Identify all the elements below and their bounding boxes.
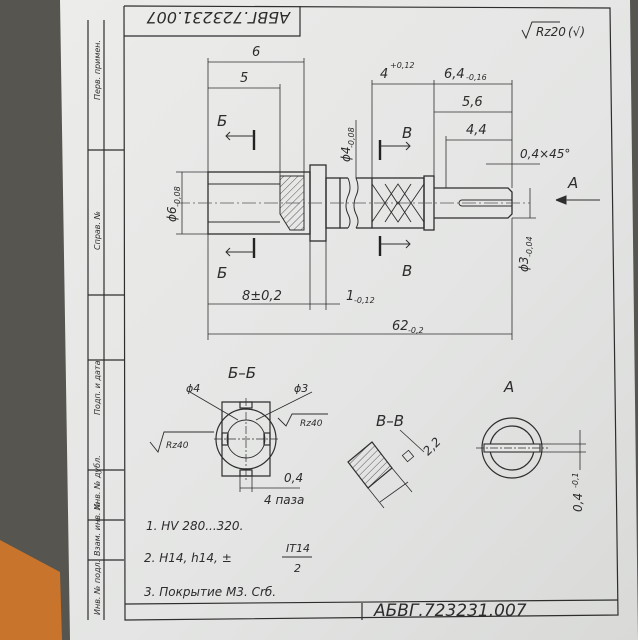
dim-phi6: ϕ6: [165, 206, 179, 222]
section-bb-drawing: [149, 391, 328, 492]
drawing-frame: [123, 5, 619, 621]
bb-rz-left: Rz40: [166, 441, 189, 451]
section-label-v-top: В: [402, 124, 412, 142]
note-2-prefix: 2. H14, h14, ±: [144, 551, 232, 565]
dim-6-4: 6,4: [444, 67, 465, 82]
dim-62-tol: -0,2: [408, 326, 424, 335]
bb-04: 0,4: [284, 471, 303, 485]
doc-code-rotated: АБВГ.723231.007: [146, 8, 291, 27]
top-code-box: [124, 6, 301, 37]
dim-phi6-tol: -0,08: [173, 186, 182, 207]
dim-62: 62: [392, 319, 409, 334]
roughness-paren: (√): [568, 25, 585, 39]
section-label-b-bottom: Б: [217, 264, 227, 282]
dim-8: 8±0,2: [242, 289, 282, 304]
sidebar-perv-primen: Перв. примен.: [93, 40, 102, 100]
dim-4-tol: +0,12: [390, 61, 415, 70]
bb-phi3: ϕ3: [294, 382, 308, 395]
sidebar-podp-data: Подп. и дата: [93, 360, 102, 415]
roughness-text: Rz20: [536, 25, 566, 39]
bb-4-paza: 4 паза: [264, 493, 304, 507]
dim-phi3-tol: -0,04: [525, 236, 534, 257]
dim-4: 4: [380, 67, 388, 82]
bb-rz-right: Rz40: [300, 419, 323, 429]
dim-phi4: ϕ4: [339, 146, 353, 162]
note-2-den: 2: [294, 562, 301, 575]
dim-chamfer: 0,4×45°: [520, 147, 570, 161]
view-a-title: А: [503, 378, 514, 396]
note-2-num: IT14: [286, 542, 310, 555]
bb-phi4: ϕ4: [186, 382, 200, 395]
dim-6: 6: [252, 45, 260, 60]
dim-4-4: 4,4: [466, 123, 487, 138]
section-label-b-top: Б: [217, 112, 227, 130]
dim-5-6: 5,6: [462, 95, 483, 110]
note-1: 1. HV 280...320.: [146, 519, 243, 533]
dim-phi3: ϕ3: [517, 256, 531, 272]
note-3: 3. Покрытие М3. Сrб.: [144, 585, 276, 599]
sidebar-vzam-inv: Взам. инв. №: [93, 502, 102, 556]
section-label-v-bottom: В: [402, 262, 412, 280]
dim-5: 5: [240, 71, 248, 86]
a-04: 0,4: [571, 493, 585, 512]
sidebar-inv-dubl: Инв. № дубл.: [93, 455, 102, 510]
dimension-lines: [176, 58, 540, 340]
sidebar-inv-podl: Инв. № подл.: [93, 560, 102, 615]
a-04-tol: -0,1: [571, 472, 580, 488]
view-a-label: А: [567, 174, 578, 192]
title-block-line: [124, 599, 619, 605]
dim-phi4-tol: -0,08: [347, 127, 356, 148]
view-a-drawing: [476, 417, 586, 479]
view-a-arrow: [555, 195, 600, 205]
dim-1: 1: [346, 289, 354, 304]
section-vv-title: В–В: [376, 412, 404, 430]
paper-sheet: [60, 0, 638, 640]
roughness-symbol: Rz20 (√): [521, 21, 585, 40]
section-bb-title: Б–Б: [228, 364, 256, 382]
orange-object: [0, 540, 62, 640]
sidebar-sprav: Справ. №: [93, 211, 102, 250]
section-markers: [252, 130, 382, 258]
dim-6-4-tol: -0,16: [466, 73, 487, 82]
doc-code: АБВГ.723231.007: [373, 601, 527, 621]
dim-1-tol: -0,12: [354, 296, 375, 305]
